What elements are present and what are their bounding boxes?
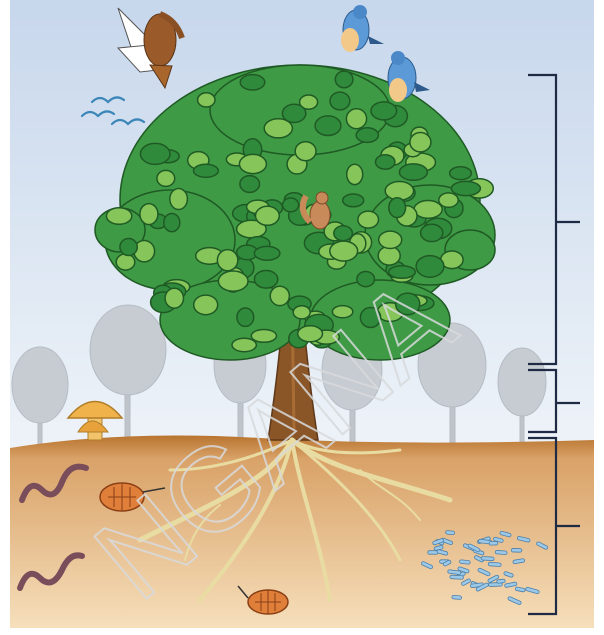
bacterium — [428, 551, 438, 555]
leaf-cluster — [421, 224, 443, 241]
leaf-cluster — [334, 226, 353, 241]
leaf-cluster — [293, 306, 310, 319]
leaf-cluster — [335, 71, 353, 88]
leaf-cluster — [371, 102, 397, 120]
leaf-cluster — [157, 170, 175, 186]
leaf-cluster — [439, 193, 458, 207]
leaf-cluster — [194, 164, 219, 177]
leaf-cluster — [416, 256, 444, 278]
leaf-cluster — [356, 128, 378, 143]
leaf-cluster — [165, 288, 183, 308]
leaf-cluster — [450, 167, 472, 180]
leaf-cluster — [232, 338, 256, 351]
leaf-cluster — [270, 286, 289, 305]
leaf-cluster — [140, 143, 170, 164]
leaf-cluster — [198, 93, 215, 107]
bacterium — [495, 550, 507, 554]
leaf-cluster — [346, 109, 366, 129]
leaf-cluster — [239, 154, 266, 173]
leaf-cluster — [295, 142, 316, 161]
bacterium — [481, 557, 494, 561]
leaf-cluster — [218, 271, 248, 291]
bacterium — [497, 579, 506, 583]
leaf-cluster — [256, 206, 280, 225]
leaf-cluster — [106, 208, 131, 225]
leaf-cluster — [264, 119, 292, 138]
leaf-cluster — [389, 198, 406, 218]
leaf-cluster — [170, 189, 188, 210]
leaf-cluster — [283, 198, 299, 212]
bacterium — [489, 541, 498, 545]
leaf-cluster — [347, 164, 363, 184]
leaf-cluster — [116, 254, 135, 270]
leaf-cluster — [217, 250, 237, 271]
bacterium — [511, 548, 522, 552]
leaf-cluster — [451, 181, 480, 195]
leaf-cluster — [194, 295, 218, 315]
bacterium — [459, 560, 470, 565]
leaf-cluster — [358, 211, 379, 228]
leaf-cluster — [240, 75, 265, 90]
leaf-cluster — [414, 201, 442, 219]
leaf-cluster — [251, 330, 276, 343]
leaf-cluster — [330, 241, 358, 261]
leaf-cluster — [240, 176, 260, 193]
bacterium — [445, 531, 454, 535]
leaf-cluster — [343, 194, 364, 207]
bacterium — [450, 575, 464, 579]
leaf-cluster — [164, 214, 180, 232]
leaf-cluster — [410, 133, 431, 152]
leaf-cluster — [315, 116, 341, 136]
bacterium — [488, 562, 501, 566]
leaf-cluster — [254, 246, 280, 260]
leaf-cluster — [237, 308, 254, 326]
leaf-cluster — [254, 271, 277, 289]
leaf-cluster — [379, 231, 402, 248]
leaf-cluster — [120, 239, 137, 256]
leaf-cluster — [376, 155, 395, 169]
bacterium — [452, 595, 462, 599]
leaf-cluster — [330, 92, 350, 110]
leaf-cluster — [140, 204, 158, 225]
leaf-cluster — [399, 164, 427, 180]
